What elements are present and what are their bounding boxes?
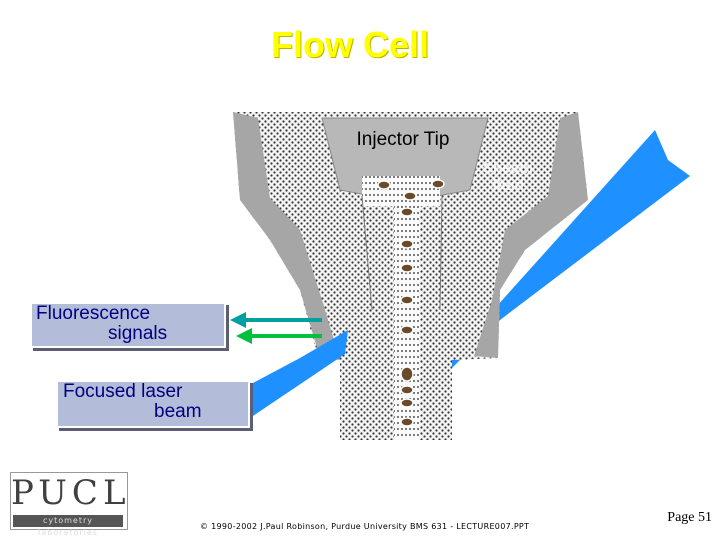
- fluorescence-signals-box: Fluorescence signals: [30, 302, 226, 348]
- logo-sub-text: cytometry laboratories: [13, 515, 123, 537]
- copyright-footer: © 1990-2002 J.Paul Robinson, Purdue Univ…: [200, 522, 530, 531]
- page-number: Page 51: [667, 510, 712, 525]
- logo-main-text: PUCL: [11, 473, 131, 513]
- laser-beam-box: Focused laser beam: [56, 380, 250, 428]
- fluorescence-line-2: signals: [108, 323, 168, 344]
- page-title: Flow Cell: [270, 24, 429, 65]
- pucl-logo: PUCL cytometry laboratories: [10, 472, 131, 537]
- fluorescence-arrows: [230, 312, 322, 344]
- laser-line-2: beam: [154, 401, 202, 422]
- injector-tip-label: Injector Tip: [356, 129, 450, 150]
- laser-line-1: Focused laser: [63, 381, 183, 402]
- laser-beam-left: [236, 330, 348, 418]
- sheath-fluid-label: Sheath fluid: [482, 160, 533, 194]
- particles: [377, 179, 445, 427]
- fluorescence-line-1: Fluorescence: [36, 303, 151, 324]
